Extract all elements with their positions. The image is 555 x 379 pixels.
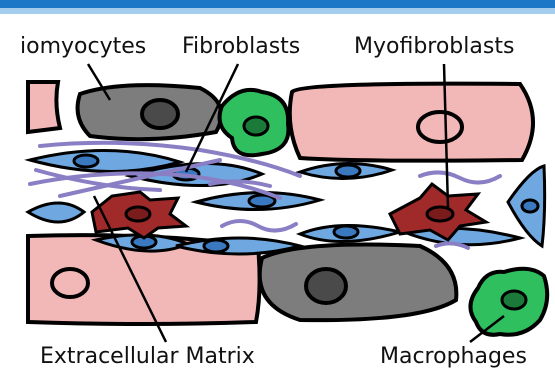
gray-cell-top-nucleus [142,100,178,128]
fibroblast-8-nucleus [204,240,228,252]
gray-cell-bottom-nucleus [306,269,346,303]
matrix-fiber-7 [436,243,468,248]
fibroblast-6-nucleus [334,226,358,238]
myofibroblast-left-nucleus [126,207,150,221]
gray-cell-bottom [260,245,457,321]
matrix-fiber-5 [222,221,296,231]
label-extracellular-matrix: Extracellular Matrix [40,346,255,368]
fibroblast-9-nucleus [522,200,538,212]
fibroblast-4-nucleus [249,195,275,207]
macrophage-bottom-nucleus [502,291,526,309]
fibroblast-5-nucleus [336,165,360,177]
label-macrophages: Macrophages [380,346,527,368]
label-fibroblasts: Fibroblasts [182,36,300,58]
fibroblast-3 [28,203,84,222]
macrophage-top-nucleus [244,117,268,135]
label-cardiomyocytes: iomyocytes [20,36,146,58]
myofibroblast-cells [92,184,486,240]
fibroblast-1-nucleus [74,155,98,167]
myofibroblast-right-nucleus [427,207,453,221]
label-myofibroblasts: Myofibroblasts [354,36,514,58]
cardiomyocyte-top-right [290,84,533,161]
matrix-fiber-6 [420,172,500,182]
cardiomyocyte-nucleus-bottom-left [52,269,88,297]
cardiomyocyte-top-left [28,82,60,132]
cardiomyocyte-nucleus-top-right [418,112,462,142]
